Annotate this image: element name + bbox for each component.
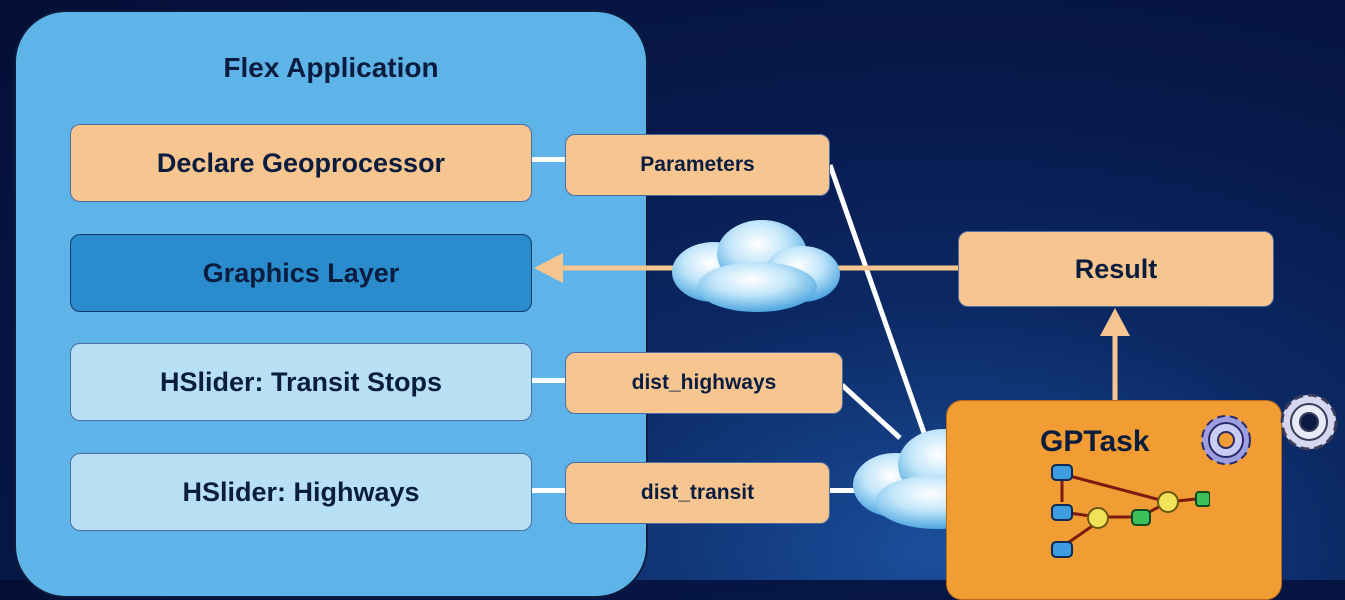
connector-transit-disthighways [528,378,568,383]
gptask-label: GPTask [1040,425,1150,458]
graphics-layer-box: Graphics Layer [70,234,532,312]
result-box: Result [958,231,1274,307]
hslider-transit-stops-box: HSlider: Transit Stops [70,343,532,421]
panel-title: Flex Application [223,52,439,83]
line-parameters-to-cloud [827,164,933,451]
cloud-icon [672,220,840,312]
declare-geoprocessor-box: Declare Geoprocessor [70,124,532,202]
dist-transit-box: dist_transit [565,462,830,524]
connector-geoprocessor-parameters [528,157,568,162]
arrow-head-up [1100,308,1130,336]
connector-highways-disttransit [528,488,568,493]
dist-highways-box: dist_highways [565,352,843,414]
line-disthighways-to-cloud [840,383,902,440]
arrow-head-left [534,253,563,283]
gear-icon [1280,393,1338,451]
parameters-box: Parameters [565,134,830,196]
gear-icon [1201,415,1251,465]
hslider-highways-box: HSlider: Highways [70,453,532,531]
connector-disttransit-cloud [828,488,858,493]
model-diagram-icon [1051,464,1210,558]
